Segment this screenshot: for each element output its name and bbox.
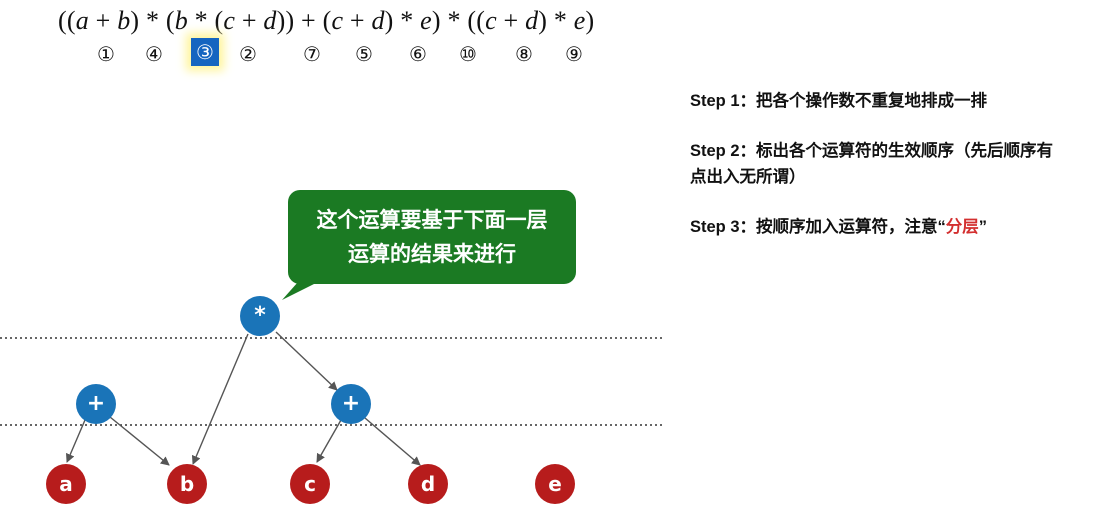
operand-node-c: c (290, 464, 330, 504)
step-1: Step 1：把各个操作数不重复地排成一排 (690, 92, 988, 110)
callout-bubble: 这个运算要基于下面一层 运算的结果来进行 (288, 190, 576, 284)
operand-node-a: a (46, 464, 86, 504)
emphasis-text: 分层 (945, 218, 979, 236)
order-label: ⑥ (409, 42, 427, 66)
order-label: ⑨ (565, 42, 583, 66)
edge-plus-c (316, 419, 342, 463)
step-3: Step 3：按顺序加入运算符，注意“分层” (690, 218, 988, 236)
order-label: ② (239, 42, 257, 66)
steps-panel: Step 1：把各个操作数不重复地排成一排 Step 2：标出各个运算符的生效顺… (690, 88, 1060, 264)
edge-mul-plus (275, 331, 338, 391)
order-label: ⑩ (459, 42, 477, 66)
operand-node-d: d (408, 464, 448, 504)
edge-plus-a (66, 419, 86, 463)
operator-node-plus-right: + (331, 384, 371, 424)
edge-plus-d (364, 417, 421, 466)
operand-node-b: b (167, 464, 207, 504)
expression-formula: ((a + b) * (b * (c + d)) + (c + d) * e) … (58, 6, 595, 35)
order-label: ① (97, 42, 115, 66)
order-label: ⑦ (303, 42, 321, 66)
step-2: Step 2：标出各个运算符的生效顺序（先后顺序有点出入无所谓） (690, 142, 1054, 186)
order-label: ⑤ (355, 42, 373, 66)
order-label: ⑧ (515, 42, 533, 66)
edge-mul-b (191, 333, 249, 465)
order-label: ④ (145, 42, 163, 66)
edge-plus-b (109, 416, 170, 466)
order-label-highlighted: ③ (191, 38, 219, 66)
operand-node-e: e (535, 464, 575, 504)
operator-node-plus-left: + (76, 384, 116, 424)
bubble-tail (282, 282, 318, 300)
operator-node-multiply: * (240, 296, 280, 336)
